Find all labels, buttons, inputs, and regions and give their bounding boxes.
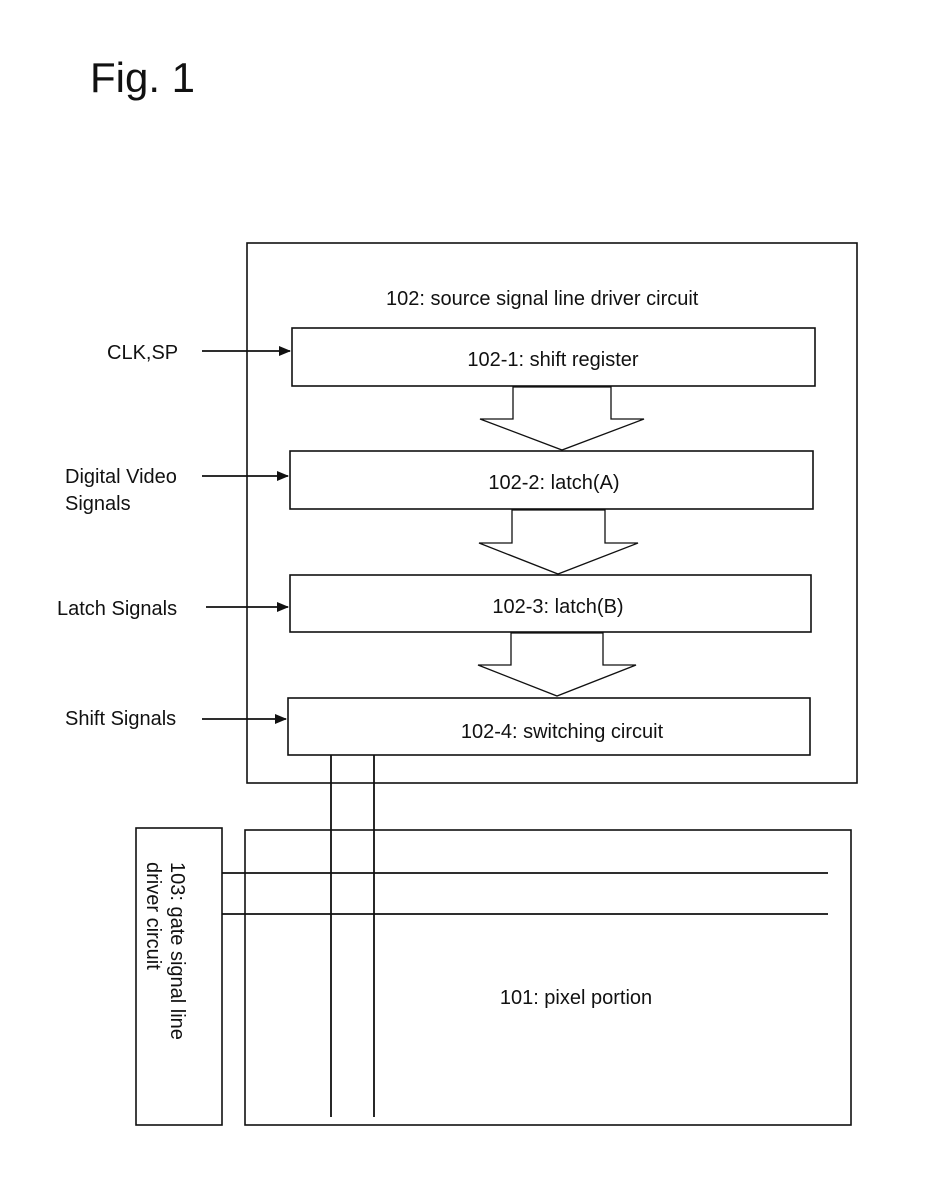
latch-signals-label: Latch Signals: [57, 598, 177, 620]
digital-video-label-line1: Digital Video: [65, 466, 177, 488]
pixel-portion-label: 101: pixel portion: [500, 987, 652, 1009]
latch-b-label: 102-3: latch(B): [492, 596, 623, 618]
digital-video-label-line2: Signals: [65, 493, 131, 515]
figure-title: Fig. 1: [90, 54, 195, 101]
source-driver-label: 102: source signal line driver circuit: [386, 288, 699, 310]
flow-arrow-3: [478, 633, 636, 696]
shift-signals-label: Shift Signals: [65, 708, 176, 730]
shift-register-label: 102-1: shift register: [467, 349, 639, 371]
gate-driver-label-line2: driver circuit: [142, 862, 164, 970]
clk-sp-label: CLK,SP: [107, 342, 178, 364]
flow-arrow-2: [479, 510, 638, 574]
gate-driver-label-line1: 103: gate signal line: [166, 862, 188, 1040]
gate-driver-label: 103: gate signal line driver circuit: [142, 862, 188, 1040]
pixel-portion-box: [245, 830, 851, 1125]
switching-circuit-label: 102-4: switching circuit: [461, 721, 664, 743]
flow-arrow-1: [480, 387, 644, 450]
latch-a-label: 102-2: latch(A): [488, 472, 619, 494]
